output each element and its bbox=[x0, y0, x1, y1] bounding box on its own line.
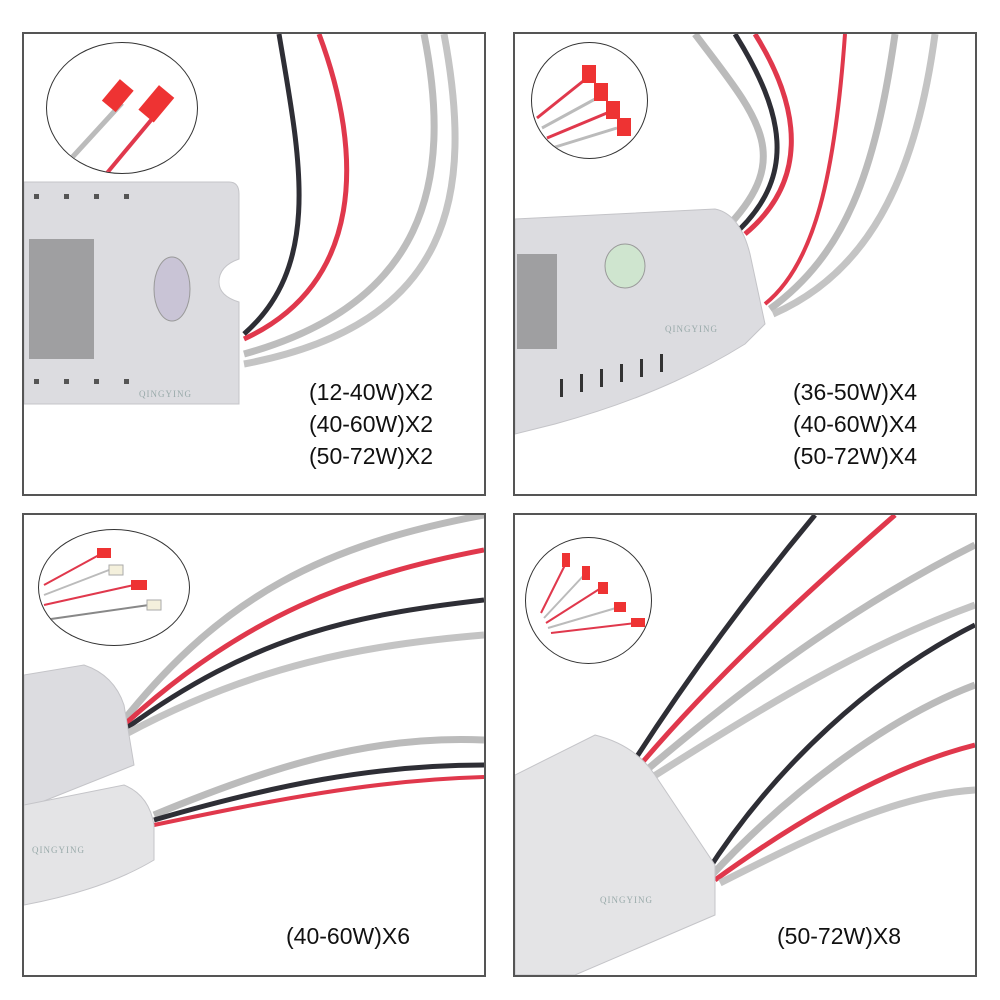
wattage-label: (50-72W)X4 bbox=[793, 443, 917, 469]
product-panel-4-output: QINGYING (36-50W)X4 (40-60W)X4 (50-72W)X… bbox=[513, 32, 977, 496]
qr-code bbox=[517, 254, 557, 349]
watermark: QINGYING bbox=[665, 324, 718, 334]
watermark: QINGYING bbox=[32, 845, 85, 855]
certificate-sticker bbox=[604, 243, 646, 289]
driver-photo bbox=[24, 515, 484, 906]
wattage-label: (36-50W)X4 bbox=[793, 379, 917, 405]
driver-photo bbox=[515, 515, 975, 975]
certificate-sticker bbox=[153, 256, 191, 322]
driver-photo bbox=[515, 34, 939, 435]
driver-photo bbox=[24, 34, 459, 405]
wattage-label: (50-72W)X8 bbox=[777, 923, 901, 949]
watermark: QINGYING bbox=[139, 389, 192, 399]
qr-code bbox=[29, 239, 94, 359]
connector-inset bbox=[531, 42, 648, 159]
product-panel-8-output: QINGYING (50-72W)X8 bbox=[513, 513, 977, 977]
wattage-label: (40-60W)X4 bbox=[793, 411, 917, 437]
wattage-label: (12-40W)X2 bbox=[309, 379, 433, 405]
wattage-label: (40-60W)X2 bbox=[309, 411, 433, 437]
watermark: QINGYING bbox=[600, 895, 653, 905]
connector-inset bbox=[525, 537, 652, 664]
wattage-labels: (40-60W)X6 bbox=[286, 920, 410, 952]
product-panel-6-output: QINGYING (40-60W)X6 bbox=[22, 513, 486, 977]
wattage-labels: (50-72W)X8 bbox=[777, 920, 901, 952]
wattage-label: (40-60W)X6 bbox=[286, 923, 410, 949]
connector-inset bbox=[46, 42, 198, 174]
wattage-labels: (36-50W)X4 (40-60W)X4 (50-72W)X4 bbox=[793, 376, 917, 472]
product-panel-2-output: QINGYING (12-40W)X2 (40-60W)X2 (50-72W)X… bbox=[22, 32, 486, 496]
wattage-label: (50-72W)X2 bbox=[309, 443, 433, 469]
wattage-labels: (12-40W)X2 (40-60W)X2 (50-72W)X2 bbox=[309, 376, 433, 472]
connector-inset bbox=[38, 529, 190, 646]
